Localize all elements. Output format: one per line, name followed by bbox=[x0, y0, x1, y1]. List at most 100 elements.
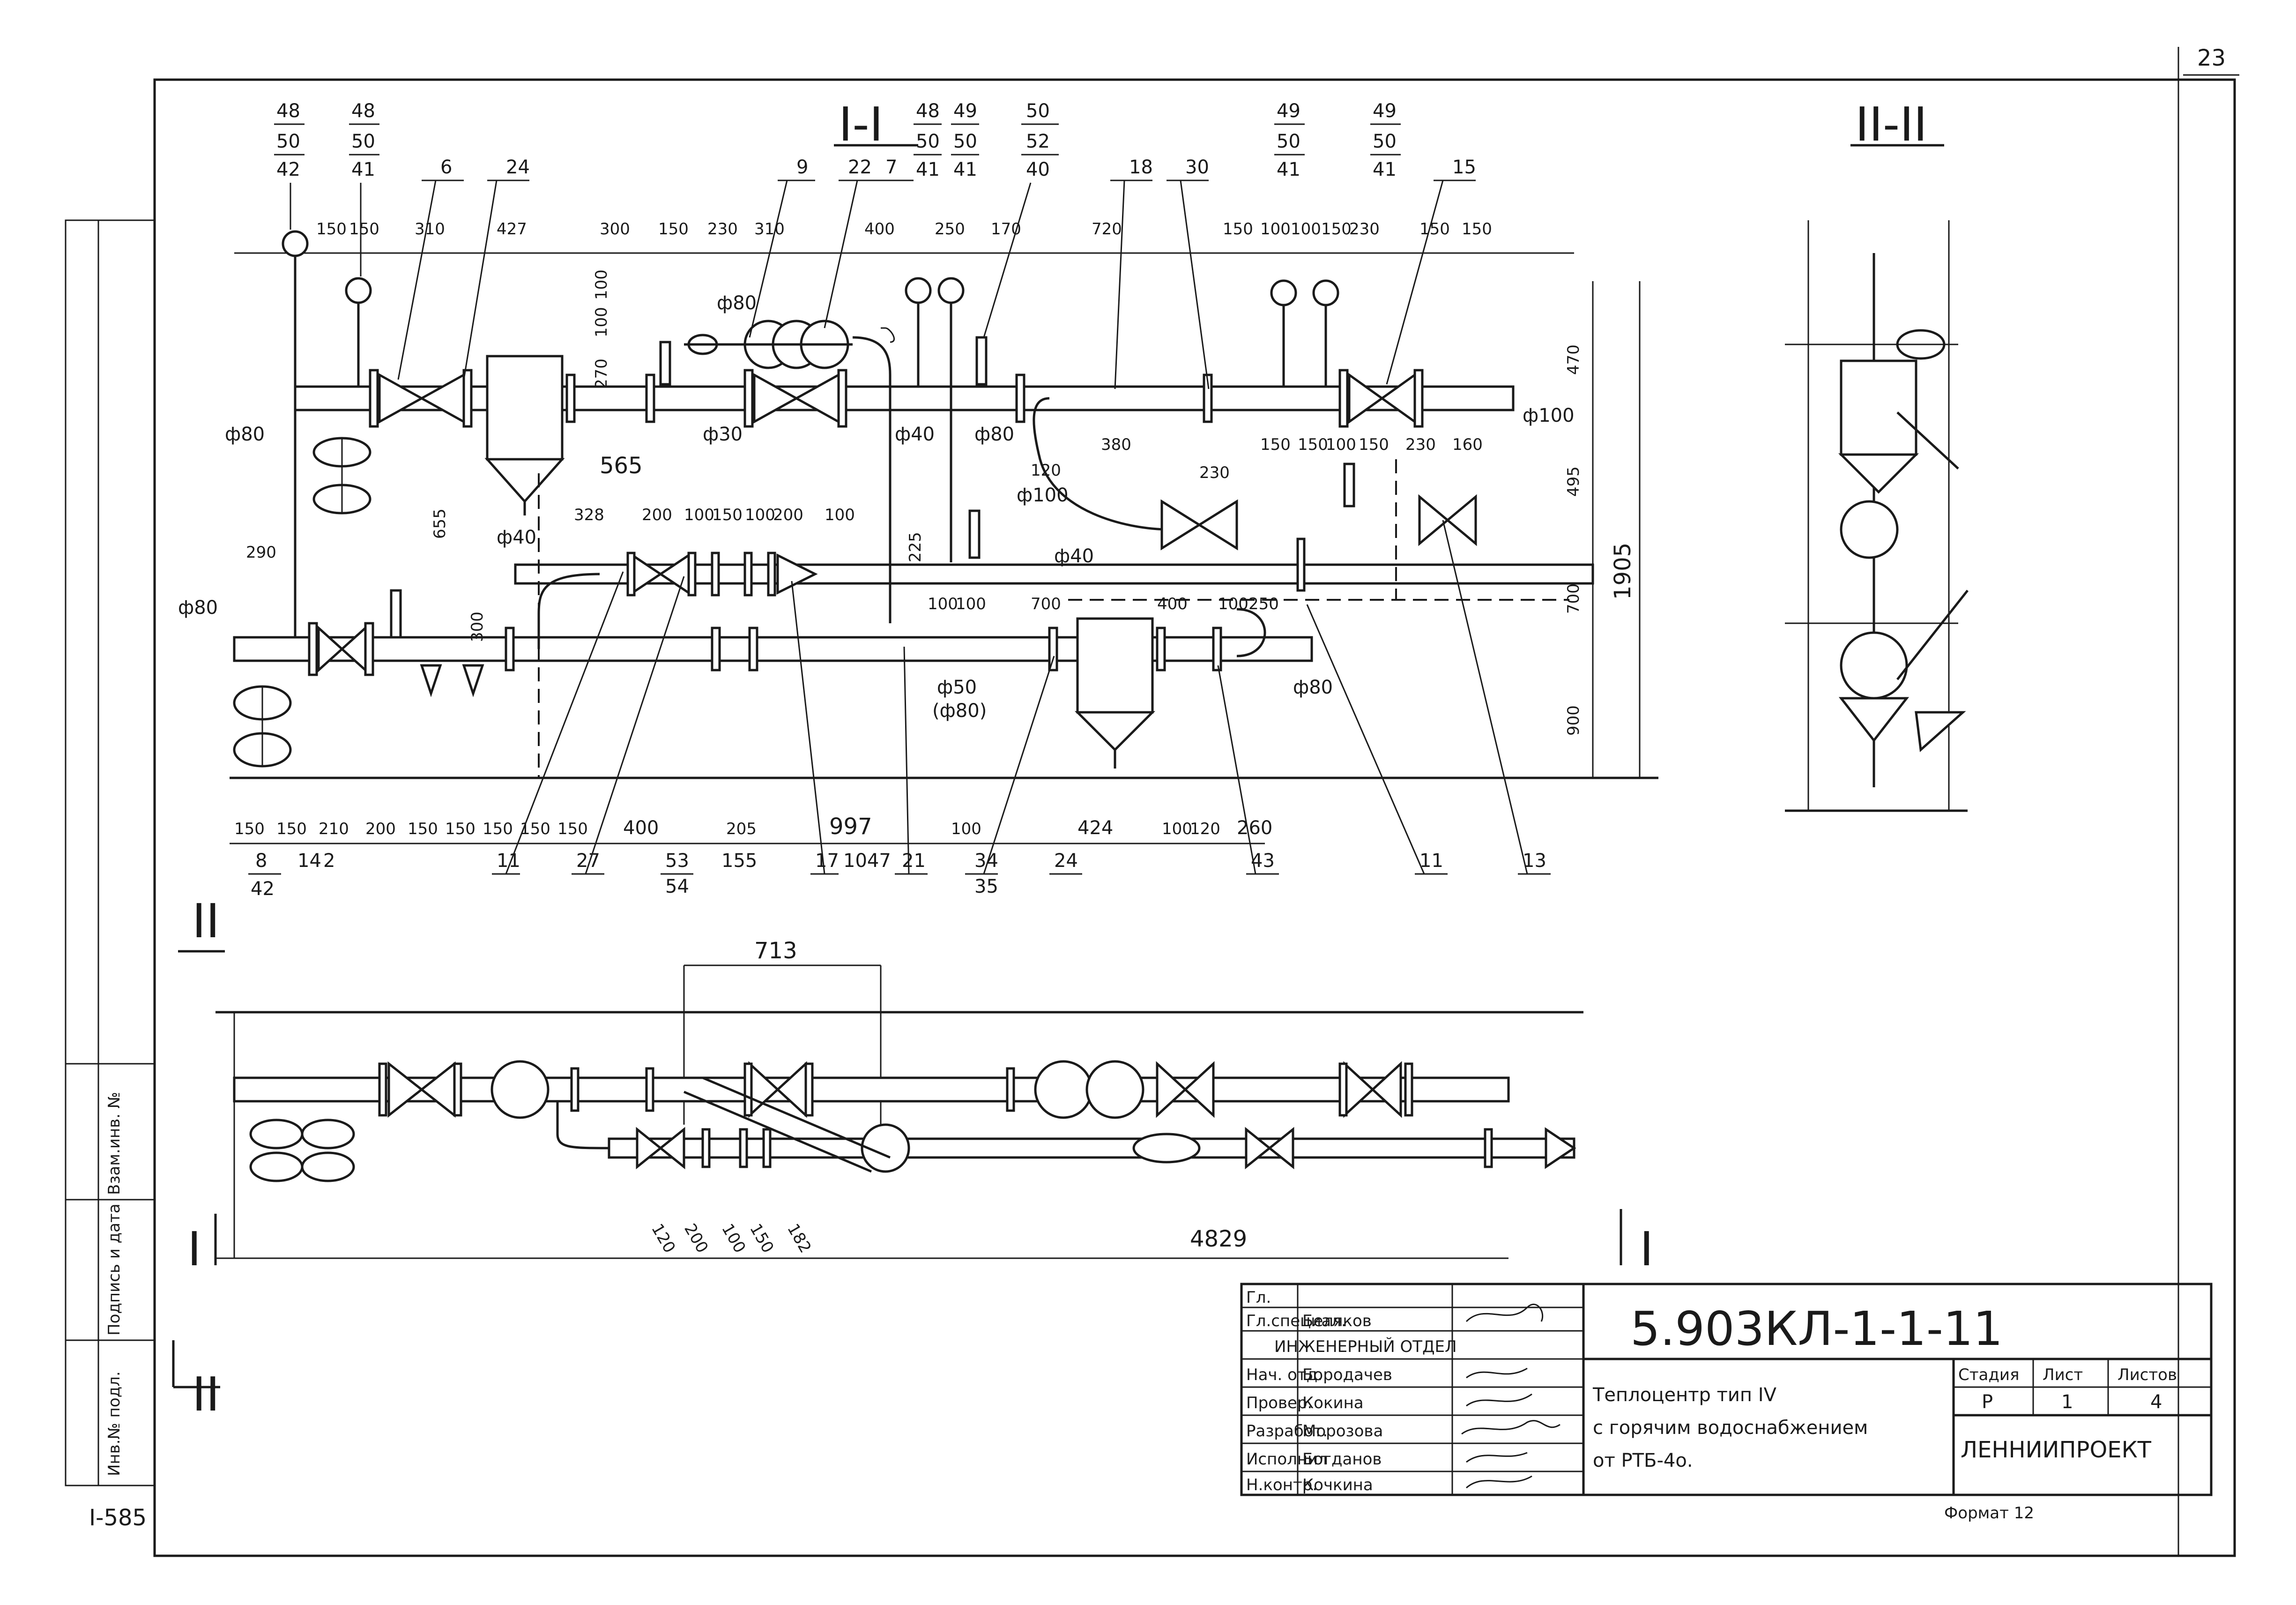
top-leader-l5: 50 52 40 bbox=[983, 100, 1059, 338]
bottom-dimensions-part: 205 bbox=[726, 820, 757, 838]
bottom-dimensions-part: 400 bbox=[623, 817, 659, 839]
top-dimensions: 150 150 310 427 300 150 230 310 400 250 … bbox=[316, 220, 1492, 239]
valve-upper-1-part bbox=[419, 373, 465, 424]
signature-5 bbox=[1466, 1452, 1528, 1463]
mud-separator-lower-part bbox=[1074, 711, 1156, 752]
sheets-value: 4 bbox=[2150, 1391, 2162, 1413]
check-valve-middle-part bbox=[776, 553, 818, 595]
interior-dimensions-part: 380 bbox=[1101, 435, 1131, 454]
valve-lower-1 bbox=[317, 625, 367, 673]
plan-view-part bbox=[684, 1090, 872, 1173]
section-1-1-part bbox=[837, 369, 847, 428]
plan-view-part bbox=[1085, 1060, 1144, 1119]
top-leader-l4-part: 41 bbox=[953, 159, 977, 180]
top-number-leaders-part bbox=[749, 180, 788, 338]
tb-role-7: Н.контр. bbox=[1246, 1476, 1317, 1494]
bottom-dimensions-part: 150 bbox=[276, 820, 307, 838]
pipe-diameters-part: (ф80) bbox=[932, 700, 987, 722]
top-number-leaders-part: 15 bbox=[1452, 157, 1476, 178]
bottom-leaders-part: 34 bbox=[974, 850, 998, 872]
plan-view-part bbox=[702, 1076, 891, 1159]
plan-valves-upper-part bbox=[387, 1061, 424, 1118]
pipe-diameters-part: ф80 bbox=[1293, 677, 1333, 698]
top-dimensions-part: 230 bbox=[707, 220, 738, 239]
plan-lower-pipe bbox=[608, 1137, 1575, 1159]
bottom-leaders-part: 53 bbox=[665, 850, 689, 872]
pipe-diameters-part: ф80 bbox=[178, 597, 218, 619]
tb-role-3: Нач. отд. bbox=[1246, 1366, 1323, 1384]
plan-valves-lower-part bbox=[1245, 1127, 1272, 1170]
interior-dimensions-part: 290 bbox=[246, 543, 276, 562]
bottom-dimensions-part: 260 bbox=[1237, 817, 1272, 839]
side-stamp-number: I-585 bbox=[89, 1505, 147, 1531]
interior-dimensions-part: 120 bbox=[1031, 461, 1061, 480]
top-leader-l1-part: 50 bbox=[276, 131, 300, 152]
bottom-dimensions-part: 200 bbox=[365, 820, 396, 838]
bottom-dimensions-part: 150 bbox=[557, 820, 588, 838]
plan-valves-upper-part bbox=[1371, 1061, 1402, 1118]
bottom-leaders-part bbox=[1306, 604, 1425, 874]
plan-water-meters-part bbox=[249, 1119, 304, 1150]
bottom-leaders-part: 155 bbox=[721, 850, 757, 872]
section-1-1-part bbox=[364, 622, 374, 676]
valve-middle-2-part bbox=[1197, 499, 1238, 551]
side-col-inv: Инв.№ подл. bbox=[105, 1371, 124, 1476]
plan-valves-lower bbox=[636, 1127, 1294, 1170]
top-leader-l2-part: 50 bbox=[351, 131, 375, 152]
sheet-label: Лист bbox=[2043, 1366, 2083, 1384]
bottom-leaders-part bbox=[505, 571, 624, 874]
plan-flanges-part bbox=[645, 1067, 654, 1112]
interior-dimensions-part: 225 bbox=[906, 532, 925, 562]
top-leader-l2-part: 48 bbox=[351, 100, 375, 122]
bottom-leaders-part: 17 bbox=[815, 850, 839, 872]
plan-view: 713 4829 bbox=[215, 938, 1583, 1259]
plan-small-dims: 120 200 100 150 182 bbox=[647, 1221, 815, 1256]
plan-small-dims-part: 120 bbox=[647, 1221, 679, 1256]
bottom-leaders-part: 21 bbox=[902, 850, 926, 872]
plan-view-part bbox=[1132, 1133, 1201, 1164]
section-1-title: I-I bbox=[839, 97, 883, 152]
section-1-1-part bbox=[711, 627, 721, 672]
interior-dimensions-part: 150 bbox=[712, 506, 743, 524]
section-2-2-part bbox=[1840, 359, 1917, 456]
valve-upper-2 bbox=[753, 373, 840, 424]
section-1-1-part bbox=[1015, 373, 1025, 423]
cut-marker-2-part: II bbox=[192, 1367, 220, 1422]
cut-marker-1: I I bbox=[187, 1209, 1654, 1277]
pressure-gauge-3-part bbox=[905, 277, 932, 304]
top-number-leaders-part bbox=[1386, 180, 1444, 385]
top-leader-l5-part: 50 bbox=[1026, 100, 1050, 122]
section-2-2-part bbox=[1896, 590, 1969, 680]
section-1-1-part bbox=[1048, 627, 1058, 672]
pressure-gauge-6 bbox=[1312, 279, 1339, 387]
signature-4 bbox=[1461, 1420, 1560, 1435]
thermometer-2 bbox=[975, 336, 988, 386]
top-leader-l4: 49 50 41 bbox=[951, 100, 979, 180]
upper-main-pipe bbox=[294, 385, 1515, 411]
interior-dimensions-part: 655 bbox=[431, 508, 449, 539]
pressure-gauge-4 bbox=[937, 277, 965, 562]
top-leader-l1: 48 50 42 bbox=[274, 100, 305, 230]
central-riser bbox=[852, 336, 892, 623]
section-1-1-part bbox=[462, 369, 473, 428]
valve-middle-1-part bbox=[658, 553, 690, 595]
title-block: Гл. Гл.специал. Беляков ИНЖЕНЕРНЫЙ ОТДЕЛ… bbox=[1240, 1283, 2213, 1523]
tb-role-6: Исполнил bbox=[1246, 1450, 1328, 1469]
pressure-gauge-4-part bbox=[937, 277, 965, 304]
interior-dimensions-part: 900 bbox=[1564, 705, 1583, 736]
interior-dimensions-part: 495 bbox=[1564, 466, 1583, 497]
valve-lower-1-part bbox=[317, 625, 344, 673]
pipe-diameters-part: ф80 bbox=[717, 292, 757, 314]
side-stamp-part bbox=[65, 219, 156, 1065]
mud-separator-lower bbox=[1074, 617, 1156, 769]
section-1-1-part bbox=[687, 552, 697, 597]
top-number-leaders-part bbox=[824, 180, 858, 328]
interior-dimensions-part: 150 bbox=[1260, 435, 1291, 454]
valve-upper-3 bbox=[1348, 373, 1416, 424]
top-dimensions-part: 400 bbox=[864, 220, 895, 239]
section-1-1-part bbox=[1212, 627, 1222, 672]
plan-flanges-part bbox=[453, 1062, 462, 1117]
valve-middle-3-part bbox=[1418, 494, 1449, 546]
stage-value: Р bbox=[1982, 1391, 1993, 1413]
bottom-dimensions-part: 150 bbox=[445, 820, 476, 838]
